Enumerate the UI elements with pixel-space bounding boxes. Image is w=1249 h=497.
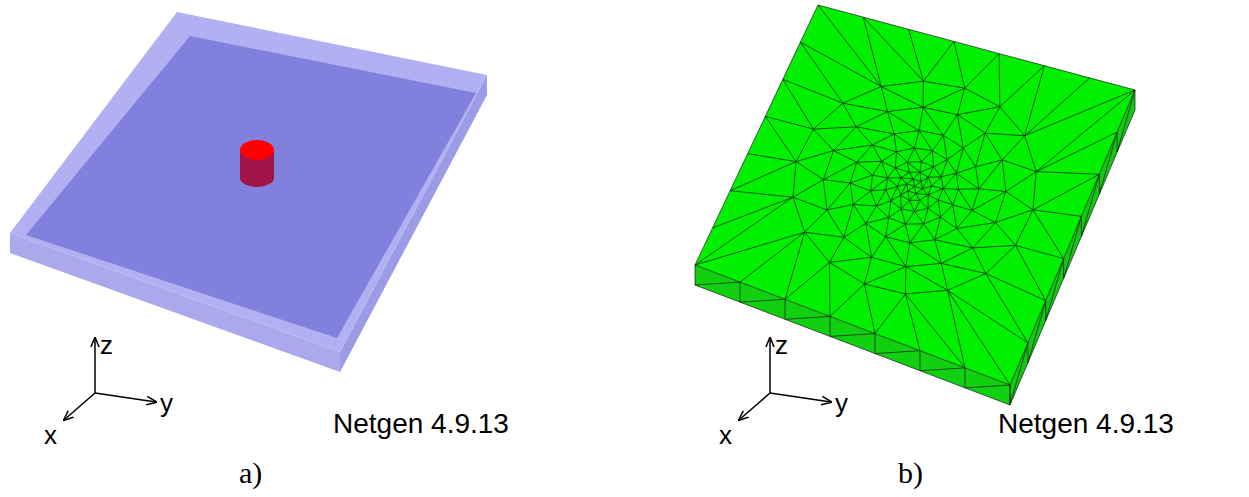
axis-label: z bbox=[775, 332, 788, 358]
axis-label: x bbox=[719, 422, 732, 448]
cylinder bbox=[240, 140, 274, 187]
axis-label: z bbox=[100, 332, 113, 358]
mesh-slab-b bbox=[695, 5, 1135, 405]
mesh-edges bbox=[695, 5, 1135, 405]
panel-label: a) bbox=[239, 458, 262, 488]
axis-label: y bbox=[160, 390, 173, 416]
software-label: Netgen 4.9.13 bbox=[998, 410, 1174, 438]
panel-label: b) bbox=[898, 458, 923, 488]
slab-a bbox=[10, 12, 487, 372]
axis-label: x bbox=[44, 422, 57, 448]
axis-label: y bbox=[835, 390, 848, 416]
software-label: Netgen 4.9.13 bbox=[333, 410, 509, 438]
